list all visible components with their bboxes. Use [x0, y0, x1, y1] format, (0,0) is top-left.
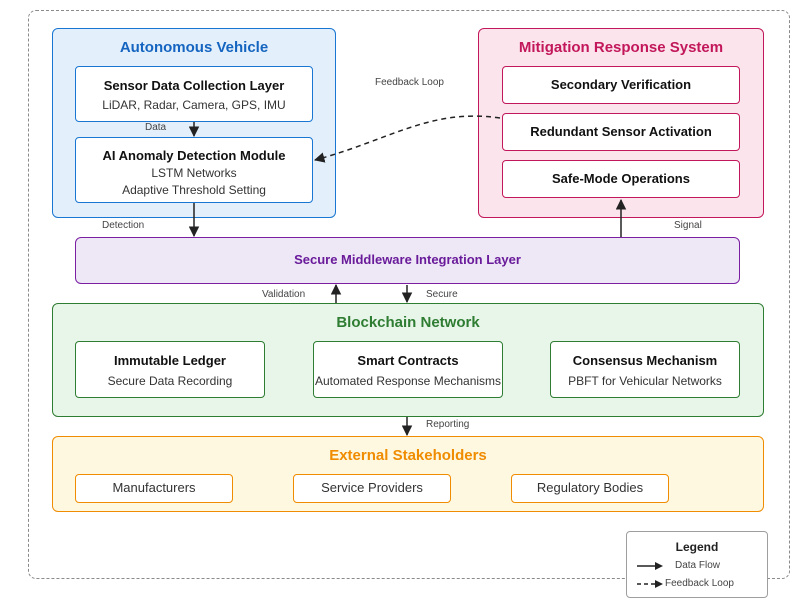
- legend-feedback-loop-label: Feedback Loop: [665, 578, 734, 589]
- service-providers-box[interactable]: Service Providers: [293, 474, 451, 503]
- label-feedback-loop: Feedback Loop: [375, 77, 444, 88]
- label-signal: Signal: [674, 220, 702, 231]
- sensor-layer-title: Sensor Data Collection Layer: [103, 78, 285, 93]
- smart-contracts-box[interactable]: Smart Contracts Automated Response Mecha…: [313, 341, 503, 398]
- immutable-ledger-sub: Secure Data Recording: [107, 374, 233, 388]
- redundant-sensor-label: Redundant Sensor Activation: [530, 124, 712, 139]
- legend-title: Legend: [675, 540, 719, 554]
- legend: Legend Data Flow Feedback Loop: [626, 531, 768, 598]
- legend-solid-arrow-icon: [637, 562, 663, 570]
- autonomous-vehicle-title: Autonomous Vehicle: [119, 39, 269, 56]
- consensus-mechanism-box[interactable]: Consensus Mechanism PBFT for Vehicular N…: [550, 341, 740, 398]
- arrow-feedback-loop: [313, 115, 501, 163]
- consensus-mechanism-title: Consensus Mechanism: [572, 353, 718, 368]
- secure-middleware-layer[interactable]: Secure Middleware Integration Layer: [75, 237, 740, 284]
- label-reporting: Reporting: [426, 419, 470, 430]
- manufacturers-box[interactable]: Manufacturers: [75, 474, 233, 503]
- ai-module-sub2: Adaptive Threshold Setting: [122, 183, 266, 197]
- sensor-layer-sub: LiDAR, Radar, Camera, GPS, IMU: [102, 98, 286, 112]
- ai-anomaly-detection-module[interactable]: AI Anomaly Detection Module LSTM Network…: [75, 137, 313, 203]
- ai-module-sub1: LSTM Networks: [151, 166, 237, 180]
- smart-contracts-sub: Automated Response Mechanisms: [314, 374, 502, 388]
- external-stakeholders-title: External Stakeholders: [329, 447, 487, 464]
- regulatory-bodies-box[interactable]: Regulatory Bodies: [511, 474, 669, 503]
- safe-mode-operations-box[interactable]: Safe-Mode Operations: [502, 160, 740, 198]
- legend-dashed-arrow-icon: [637, 580, 663, 588]
- regulatory-bodies-label: Regulatory Bodies: [536, 480, 644, 495]
- sensor-data-collection-layer[interactable]: Sensor Data Collection Layer LiDAR, Rada…: [75, 66, 313, 122]
- manufacturers-label: Manufacturers: [112, 480, 196, 495]
- service-providers-label: Service Providers: [321, 480, 423, 495]
- middleware-title: Secure Middleware Integration Layer: [294, 252, 521, 267]
- blockchain-title: Blockchain Network: [336, 314, 480, 331]
- safe-mode-label: Safe-Mode Operations: [552, 171, 690, 186]
- mitigation-title: Mitigation Response System: [518, 39, 724, 56]
- label-data: Data: [145, 122, 167, 133]
- redundant-sensor-activation-box[interactable]: Redundant Sensor Activation: [502, 113, 740, 151]
- consensus-mechanism-sub: PBFT for Vehicular Networks: [568, 374, 722, 388]
- smart-contracts-title: Smart Contracts: [357, 353, 459, 368]
- label-detection: Detection: [102, 220, 145, 231]
- system-boundary: [28, 10, 790, 579]
- ai-module-title: AI Anomaly Detection Module: [102, 148, 286, 163]
- legend-data-flow-label: Data Flow: [675, 560, 721, 571]
- secondary-verification-label: Secondary Verification: [550, 77, 692, 92]
- label-validation: Validation: [262, 289, 306, 300]
- secondary-verification-box[interactable]: Secondary Verification: [502, 66, 740, 104]
- immutable-ledger-box[interactable]: Immutable Ledger Secure Data Recording: [75, 341, 265, 398]
- immutable-ledger-title: Immutable Ledger: [114, 353, 226, 368]
- label-secure: Secure: [426, 289, 458, 300]
